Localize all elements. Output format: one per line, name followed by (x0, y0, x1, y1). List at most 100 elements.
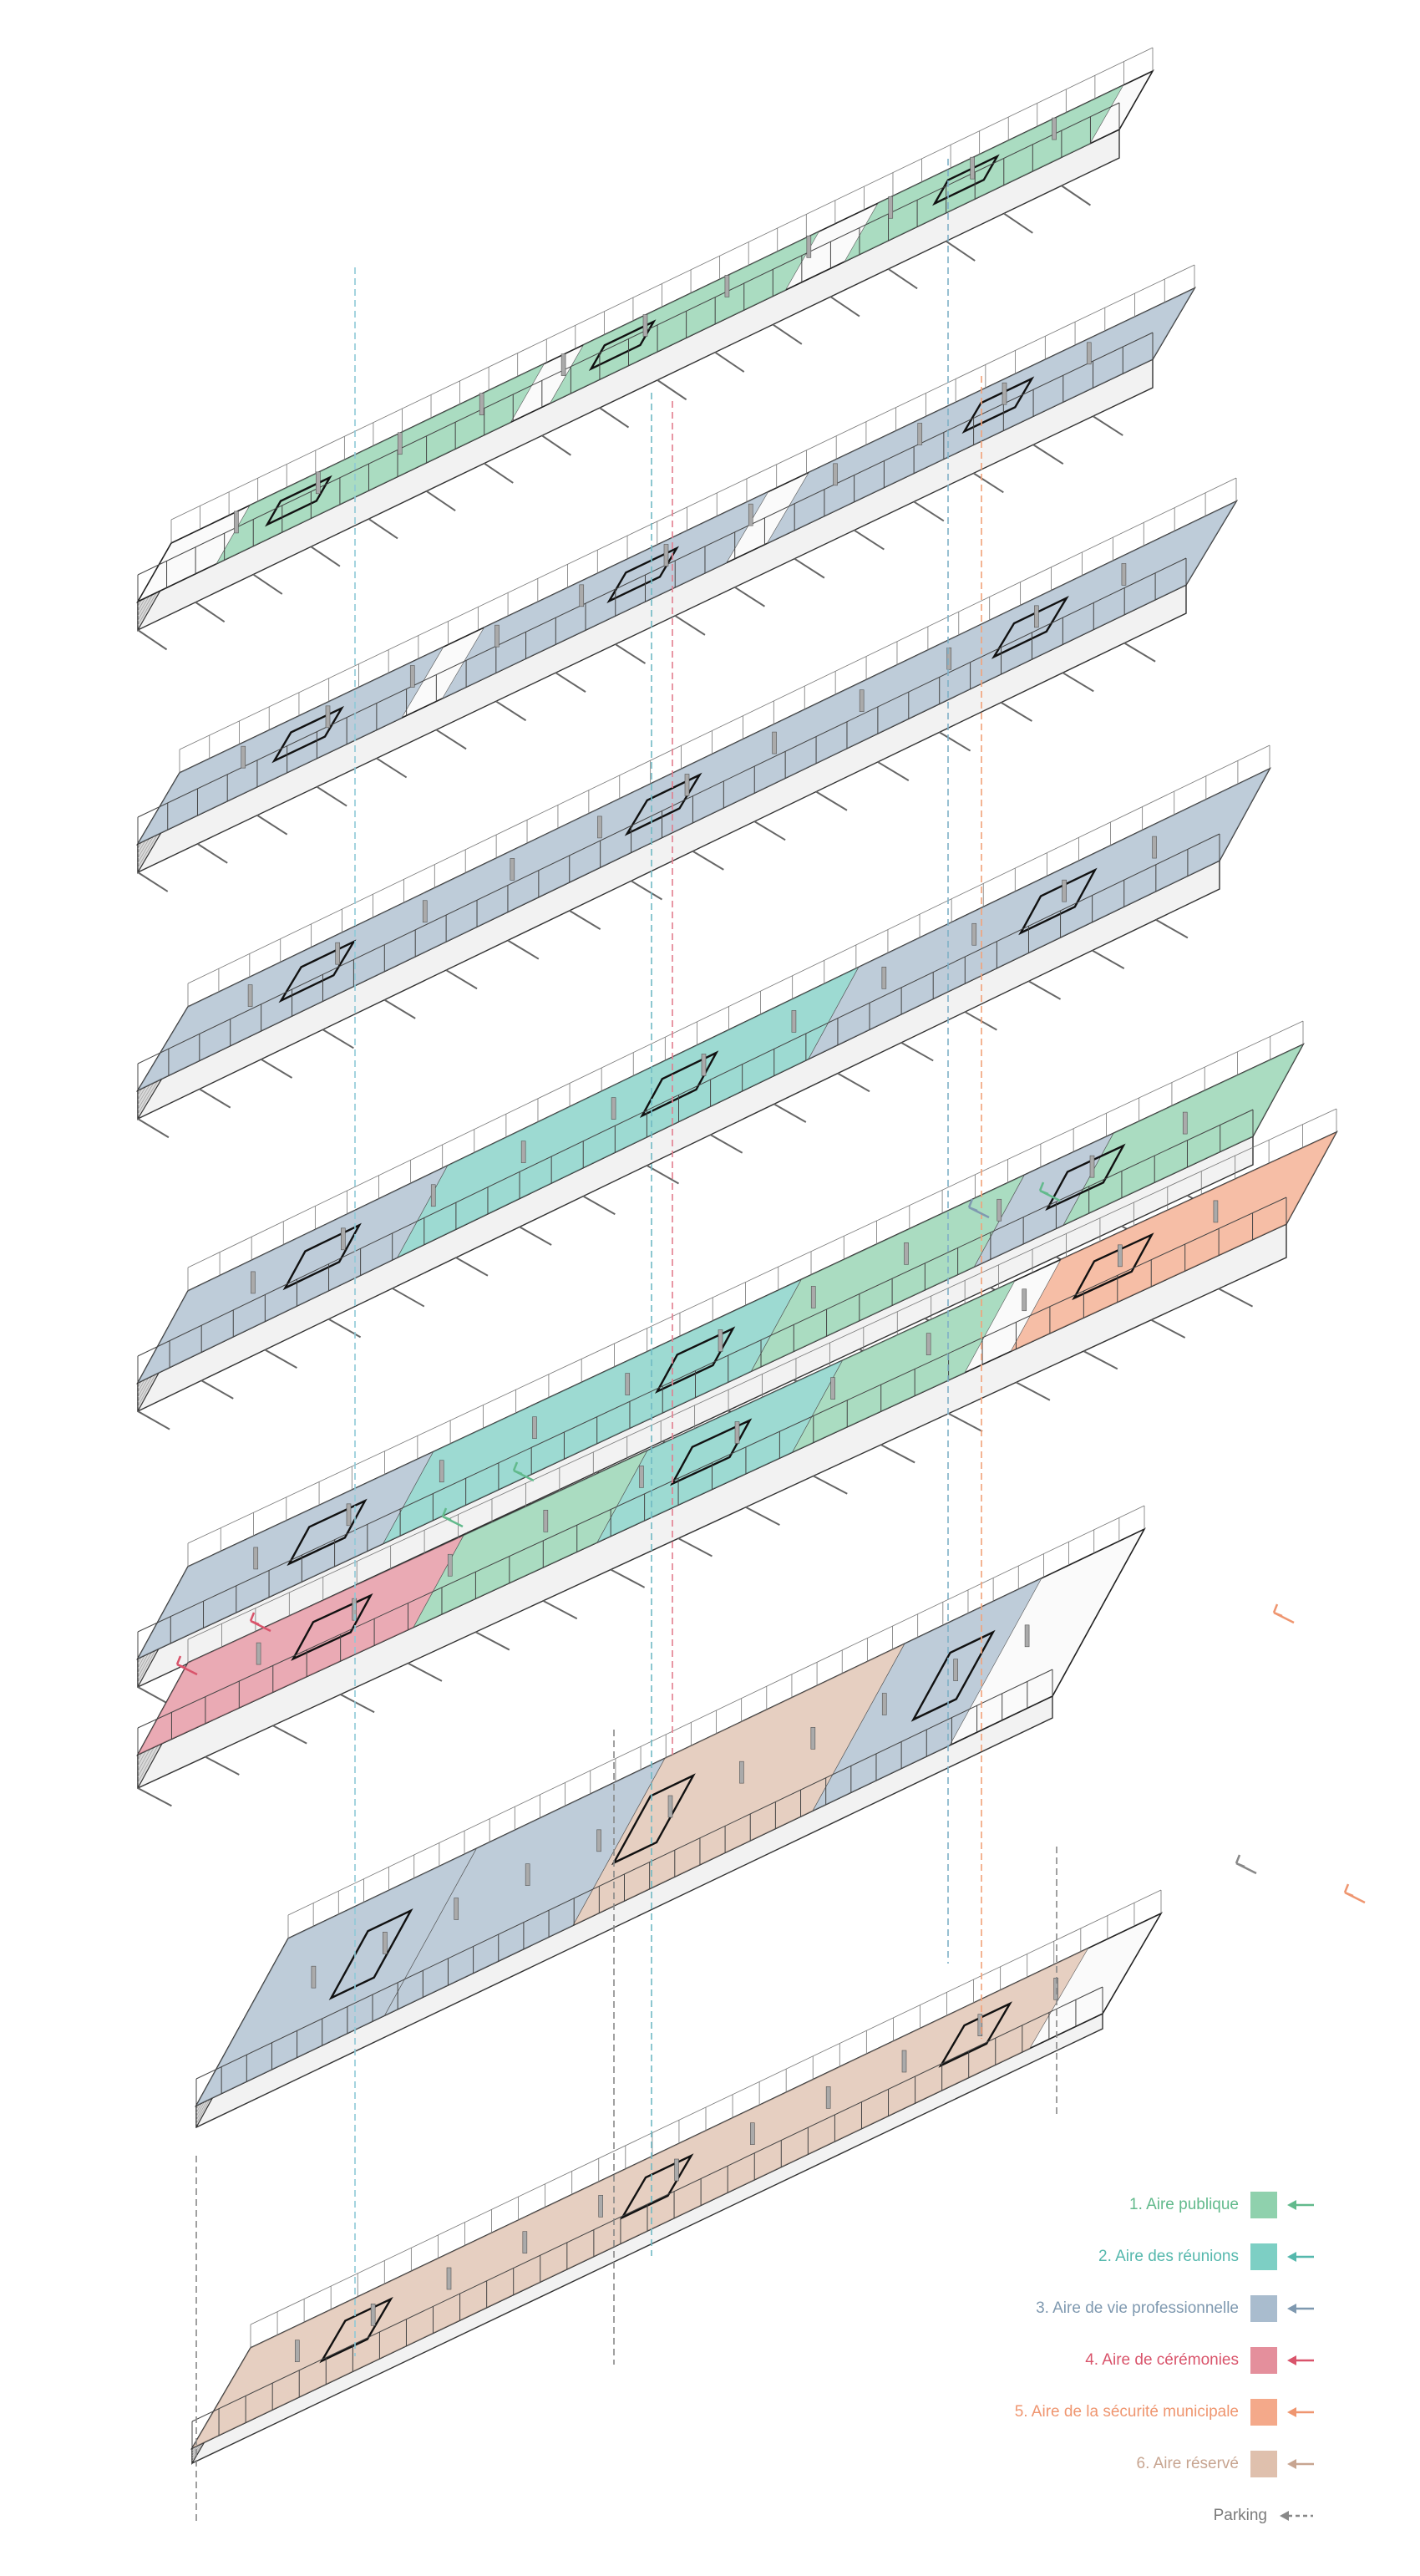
structural-brace (610, 1568, 646, 1588)
structural-brace (948, 1412, 983, 1432)
facade-rail (195, 1669, 1053, 2080)
column (1052, 117, 1057, 140)
facade-rail (187, 1020, 1304, 1544)
column (454, 1898, 459, 1920)
structural-brace (1155, 918, 1189, 939)
floor-slab (135, 264, 1197, 892)
column (1062, 879, 1067, 902)
column (859, 689, 865, 712)
column (383, 1932, 388, 1954)
column (926, 1333, 931, 1355)
column (830, 1377, 835, 1400)
column (1213, 1200, 1219, 1223)
structural-brace (1061, 185, 1092, 206)
column (1152, 836, 1157, 859)
column (597, 815, 602, 839)
structural-brace (205, 1755, 240, 1776)
facade-rail (170, 47, 1154, 521)
structural-brace (322, 1029, 354, 1049)
column (1182, 1111, 1188, 1135)
structural-brace (474, 1631, 510, 1651)
column (772, 731, 777, 755)
zone-area-1 (792, 1280, 1016, 1453)
structural-brace (199, 1088, 231, 1109)
structural-brace (137, 1787, 172, 1807)
stair-core (639, 1050, 719, 1119)
structural-brace (772, 323, 803, 345)
solid-arrow-icon (1287, 2200, 1314, 2210)
column (596, 1829, 601, 1852)
structural-brace (753, 821, 786, 841)
column (316, 471, 321, 495)
legend-label: 6. Aire réservé (1136, 2455, 1240, 2472)
legend-item: 2. Aire des réunions (881, 2231, 1316, 2283)
column (611, 1097, 616, 1120)
structural-brace (137, 1686, 171, 1706)
stair-core (588, 319, 657, 372)
structural-brace (1062, 672, 1094, 693)
column (352, 1598, 357, 1621)
structural-brace (1003, 212, 1033, 234)
stair-core (991, 595, 1069, 659)
column (825, 2086, 831, 2109)
entry-arrow-icon (1272, 1603, 1295, 1624)
zone-area-3 (441, 490, 769, 699)
stair-core (1018, 867, 1098, 936)
entry-arrow-icon (441, 1507, 464, 1528)
column (446, 2267, 452, 2290)
facade-rail (250, 1889, 1162, 2325)
legend-item: 3. Aire de vie professionnelle (881, 2283, 1316, 2335)
column (953, 1659, 958, 1681)
structural-brace (877, 761, 910, 782)
facade-rail (187, 744, 1270, 1268)
column (1118, 1244, 1123, 1268)
solid-arrow-icon (1287, 2304, 1314, 2314)
entry-arrows (175, 1181, 1366, 1904)
column (739, 1761, 744, 1784)
structural-brace (887, 268, 918, 290)
column (325, 705, 331, 729)
column (977, 2014, 983, 2036)
legend-label: 5. Aire de la sécurité municipale (1014, 2403, 1239, 2421)
column (579, 584, 585, 607)
structural-brace (435, 729, 467, 750)
legend-item: 5. Aire de la sécurité municipale (881, 2386, 1316, 2438)
structural-brace (657, 379, 687, 401)
zone-area-3 (766, 287, 1195, 545)
facade-rail (137, 1109, 1254, 1633)
column (1002, 382, 1007, 405)
column (532, 1416, 537, 1439)
vertical-circulation-lines (195, 159, 1057, 2523)
structural-brace (376, 757, 408, 779)
facade-rail (137, 1197, 1287, 1729)
column (663, 544, 669, 567)
column (234, 511, 239, 534)
structural-brace (495, 700, 527, 722)
column (256, 1642, 261, 1665)
column (833, 463, 838, 486)
stair-core (278, 939, 357, 1003)
stair-core (910, 1629, 996, 1722)
column (311, 1965, 317, 1989)
column (543, 1510, 549, 1532)
column (701, 1054, 707, 1076)
structural-brace (541, 434, 571, 456)
slab-edge (137, 128, 1120, 632)
entry-arrow-icon (175, 1655, 198, 1676)
facade-rail (137, 833, 1220, 1357)
column (881, 967, 887, 989)
column (341, 1227, 346, 1251)
structural-brace (392, 1288, 425, 1308)
column (422, 900, 428, 923)
stair-core (961, 376, 1035, 434)
entry-arrow-icon (249, 1612, 271, 1633)
legend-swatch (1250, 2243, 1277, 2270)
stair-core (282, 1222, 362, 1291)
structural-brace (913, 500, 945, 522)
floor-slab (135, 477, 1239, 1139)
stair-core (606, 546, 680, 604)
structural-brace (455, 1257, 489, 1277)
column (806, 236, 812, 258)
column (718, 1329, 723, 1352)
legend-item: Parking (881, 2490, 1316, 2542)
